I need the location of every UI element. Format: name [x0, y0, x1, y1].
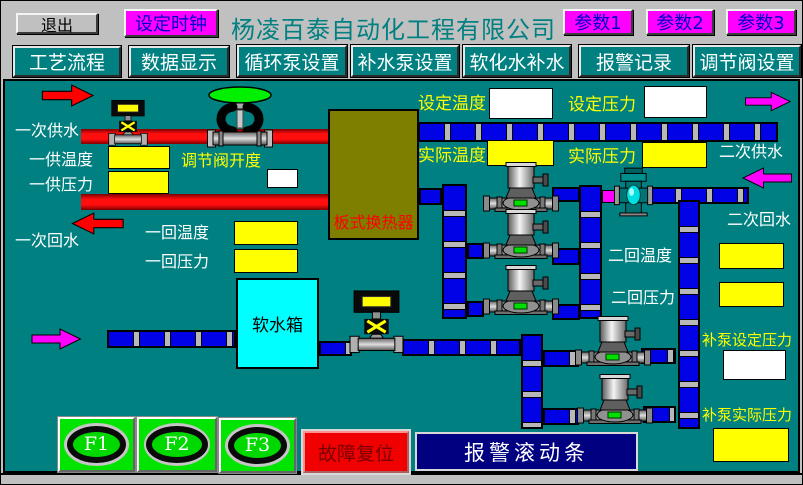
pipe-circ-header-right: [579, 185, 602, 319]
pipe-primary-return: [81, 194, 328, 210]
actual-pressure-readout: [642, 142, 707, 168]
heat-exchanger-label: 板式换热器: [333, 213, 414, 232]
valve-opening-label: 调节阀开度: [181, 151, 262, 170]
secondary-return-pressure-readout: [719, 282, 784, 307]
fault-reset-button[interactable]: 故障复位: [303, 431, 409, 473]
nav-process-flow[interactable]: 工艺流程: [13, 46, 121, 77]
plate-heat-exchanger[interactable]: 板式换热器: [328, 109, 419, 240]
f2-button[interactable]: F2: [137, 417, 217, 472]
flow-arrow-icon-secondary-supply: [745, 90, 791, 113]
primary-supply-pressure-label: 一供压力: [29, 175, 94, 194]
actual-temp-label: 实际温度: [418, 146, 486, 166]
secondary-supply-label: 二次供水: [719, 142, 784, 161]
pump-icon-circulation-1[interactable]: [483, 162, 559, 212]
primary-return-temp-label: 一回温度: [145, 223, 210, 242]
pipe-secondary-supply: [418, 122, 778, 142]
makeup-actual-pressure-label: 补泵实际压力: [702, 406, 793, 424]
company-title: 杨凌百泰自动化工程有限公司: [231, 16, 556, 44]
set-temp-field[interactable]: [489, 88, 553, 119]
pump-icon-circulation-3[interactable]: [483, 265, 559, 315]
nav-makeup-pump-settings[interactable]: 补水泵设置: [351, 45, 459, 77]
makeup-actual-pressure-readout: [713, 428, 789, 462]
pipe-stub: [543, 408, 579, 425]
param3-button[interactable]: 参数3: [726, 9, 796, 35]
makeup-set-pressure-field[interactable]: [723, 350, 786, 380]
pump-icon-makeup-1[interactable]: [575, 316, 651, 366]
secondary-return-temp-label: 二回温度: [608, 246, 673, 265]
primary-return-pressure-label: 一回压力: [145, 252, 210, 271]
soft-water-tank-label: 软水箱: [252, 316, 303, 336]
nav-circulation-pump-settings[interactable]: 循环泵设置: [237, 45, 347, 77]
primary-supply-temp-readout: [108, 146, 170, 169]
actual-pressure-label: 实际压力: [568, 147, 636, 167]
set-pressure-label: 设定压力: [568, 95, 636, 115]
f3-ring: F3: [225, 424, 290, 467]
exit-button[interactable]: 退出: [16, 13, 98, 35]
control-valve-icon-primary[interactable]: [108, 100, 148, 146]
pump-icon-makeup-2[interactable]: [577, 374, 653, 424]
f1-label: F1: [66, 425, 127, 464]
pipe-stub: [552, 187, 580, 202]
bottom-strip: [1, 473, 802, 484]
f1-button[interactable]: F1: [58, 417, 135, 472]
soft-water-tank[interactable]: 软水箱: [236, 278, 319, 369]
pump-icon-circulation-2[interactable]: [483, 209, 559, 259]
nav-data-display[interactable]: 数据显示: [129, 46, 229, 77]
f1-ring: F1: [64, 423, 129, 466]
cross-valve-icon-secondary-return[interactable]: [614, 167, 653, 217]
makeup-set-pressure-label: 补泵设定压力: [702, 331, 793, 349]
primary-return-temp-readout: [234, 221, 298, 245]
nav-softened-water-makeup[interactable]: 软化水补水: [463, 45, 571, 77]
control-valve-icon-makeup[interactable]: [349, 287, 404, 357]
pipe-makeup-inlet: [107, 330, 236, 348]
param2-button[interactable]: 参数2: [646, 9, 714, 35]
alarm-scroll-bar: 报警滚动条: [415, 432, 638, 471]
secondary-return-label: 二次回水: [727, 210, 792, 229]
param1-button[interactable]: 参数1: [563, 9, 633, 35]
pipe-stub: [467, 301, 484, 317]
set-temp-label: 设定温度: [418, 94, 486, 114]
pipe-circ-header-left: [442, 184, 467, 319]
primary-supply-temp-label: 一供温度: [29, 150, 94, 169]
valve-opening-field[interactable]: [267, 169, 298, 188]
pipe-hx-return-connector: [419, 188, 442, 205]
flow-arrow-icon-makeup-water: [28, 328, 85, 350]
set-clock-button[interactable]: 设定时钟: [124, 9, 218, 37]
primary-return-label: 一次回水: [15, 231, 80, 250]
pipe-makeup-header-left: [521, 334, 543, 429]
flow-arrow-icon-primary-supply: [41, 84, 95, 107]
primary-return-pressure-readout: [234, 249, 298, 273]
pipe-makeup-main: [402, 339, 521, 356]
primary-supply-label: 一次供水: [15, 121, 80, 140]
f2-label: F2: [145, 425, 209, 464]
primary-supply-pressure-readout: [108, 171, 169, 194]
butterfly-valve-icon[interactable]: [207, 86, 273, 148]
pipe-tank-outlet: [319, 341, 352, 356]
set-pressure-field[interactable]: [644, 86, 707, 118]
nav-control-valve-settings[interactable]: 调节阀设置: [693, 45, 801, 77]
pipe-makeup-riser: [678, 200, 700, 429]
f2-ring: F2: [143, 423, 211, 466]
secondary-return-temp-readout: [719, 243, 784, 269]
pipe-stub: [467, 243, 484, 259]
f3-button[interactable]: F3: [219, 418, 296, 473]
pipe-stub: [543, 350, 579, 367]
flow-arrow-icon-secondary-return: [740, 167, 794, 189]
secondary-return-pressure-label: 二回压力: [611, 288, 676, 307]
nav-alarm-log[interactable]: 报警记录: [579, 45, 689, 77]
f3-label: F3: [227, 426, 288, 465]
